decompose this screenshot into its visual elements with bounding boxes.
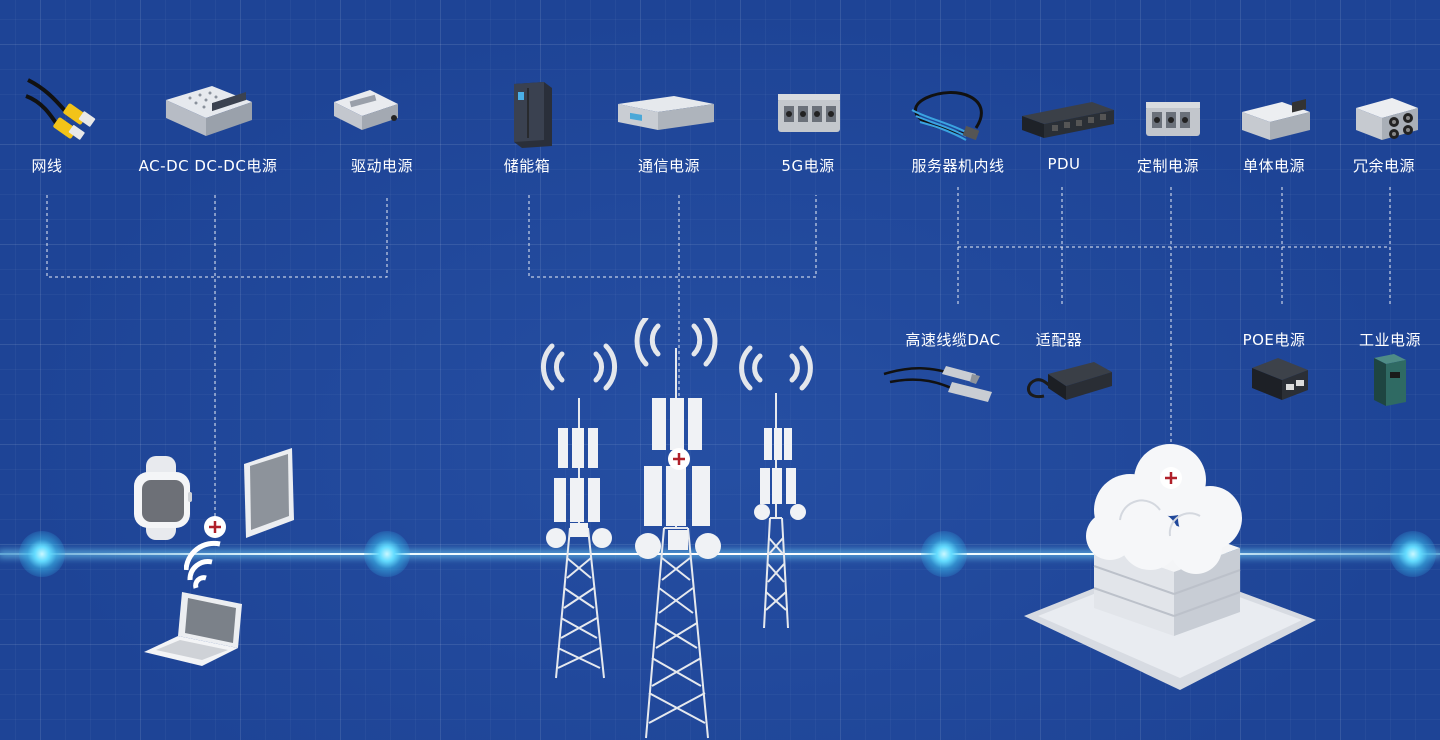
energy-cabinet-icon bbox=[514, 82, 552, 148]
product-label-driver-power: 驱动电源 bbox=[350, 157, 414, 175]
power-supply-icon bbox=[334, 90, 398, 130]
din-rail-power-icon bbox=[1374, 354, 1406, 406]
glow-node bbox=[19, 531, 65, 577]
product-label-adapter: 适配器 bbox=[1035, 331, 1083, 349]
product-label-industrial-power: 工业电源 bbox=[1358, 331, 1422, 349]
power-supply-icon bbox=[1242, 99, 1310, 140]
adapter-icon bbox=[1027, 362, 1112, 400]
tablet-icon bbox=[244, 448, 294, 538]
laptop-icon bbox=[144, 592, 242, 666]
power-supply-icon bbox=[1146, 102, 1200, 136]
product-label-server-cable: 服务器机内线 bbox=[911, 157, 1005, 175]
product-label-redundant-power: 冗余电源 bbox=[1352, 157, 1416, 175]
glow-baseline bbox=[0, 553, 1440, 555]
rack-unit-icon bbox=[618, 96, 714, 130]
glow-node bbox=[364, 531, 410, 577]
product-label-telecom-power: 通信电源 bbox=[637, 157, 701, 175]
cable-icon bbox=[911, 91, 983, 141]
power-supply-icon bbox=[778, 94, 840, 132]
product-label-single-power: 单体电源 bbox=[1242, 157, 1306, 175]
pdu-icon bbox=[1022, 102, 1114, 138]
plus-marker-icon[interactable] bbox=[1159, 466, 1183, 490]
product-label-5g-power: 5G电源 bbox=[781, 157, 835, 175]
glow-node bbox=[921, 531, 967, 577]
ethernet-cable-icon bbox=[25, 78, 96, 140]
cloud-server-icon bbox=[1024, 444, 1316, 690]
cell-tower-icon bbox=[540, 318, 813, 739]
wifi-icon bbox=[184, 540, 221, 589]
glow-node bbox=[1390, 531, 1436, 577]
connector-line bbox=[528, 195, 817, 278]
smartwatch-icon bbox=[134, 456, 192, 540]
product-label-energy-storage: 储能箱 bbox=[503, 157, 551, 175]
plus-marker-icon[interactable] bbox=[667, 447, 691, 471]
product-label-acdc-power: AC-DC DC-DC电源 bbox=[138, 157, 278, 175]
power-supply-icon bbox=[166, 86, 252, 136]
plus-marker-icon[interactable] bbox=[203, 515, 227, 539]
cable-icon bbox=[883, 366, 992, 402]
product-label-network-cable: 网线 bbox=[31, 157, 63, 175]
product-label-pdu: PDU bbox=[1047, 155, 1081, 173]
poe-injector-icon bbox=[1252, 358, 1308, 400]
power-supply-icon bbox=[1356, 98, 1418, 140]
connector-line bbox=[46, 195, 388, 278]
product-label-dac-cable: 高速线缆DAC bbox=[905, 331, 1001, 349]
product-label-custom-power: 定制电源 bbox=[1136, 157, 1200, 175]
product-label-poe-power: POE电源 bbox=[1242, 331, 1306, 349]
